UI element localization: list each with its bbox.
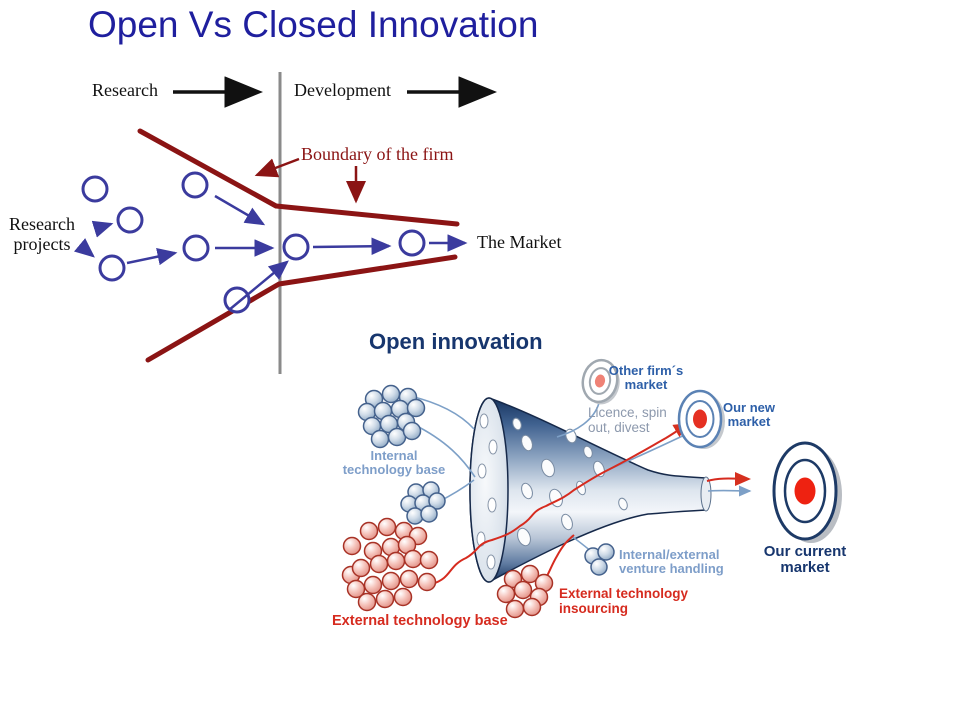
project-flow-arrows bbox=[73, 194, 468, 311]
funnel-icon bbox=[469, 397, 712, 583]
our-current-market-label: Our current market bbox=[763, 543, 847, 577]
the-market-label: The Market bbox=[477, 232, 562, 252]
venture-handling-label: Internal/external venture handling bbox=[619, 547, 724, 577]
internal-technology-base-label: Internal technology base bbox=[342, 448, 446, 478]
venture-handling-spheres-icon bbox=[584, 543, 615, 576]
development-label: Development bbox=[294, 80, 391, 100]
licence-spin-out-label: Licence, spin out, divest bbox=[588, 405, 667, 435]
internal-tech-cluster-icon bbox=[357, 384, 426, 449]
external-insourcing-label: External technology insourcing bbox=[559, 586, 689, 616]
closed-innovation-diagram bbox=[73, 72, 497, 374]
external-technology-base-label: External technology base bbox=[332, 613, 508, 629]
open-innovation-heading: Open innovation bbox=[369, 329, 543, 354]
other-firms-market-label: Other firm´s market bbox=[608, 363, 684, 393]
current-market-target-icon bbox=[772, 441, 842, 543]
our-new-market-label: Our new market bbox=[722, 400, 775, 430]
research-label: Research bbox=[92, 80, 158, 100]
external-tech-cluster-icon bbox=[341, 517, 439, 612]
closed-funnel-lines bbox=[137, 128, 460, 363]
boundary-pointer-arrows bbox=[254, 157, 366, 204]
other-firms-target-icon bbox=[581, 358, 620, 405]
boundary-of-firm-label: Boundary of the firm bbox=[301, 144, 454, 164]
internal-tech-small-cluster-icon bbox=[400, 481, 446, 525]
new-market-target-icon bbox=[677, 389, 725, 449]
research-projects-label: Research projects bbox=[9, 214, 75, 255]
insourcing-cluster-icon bbox=[496, 564, 554, 619]
slide-title: Open Vs Closed Innovation bbox=[88, 4, 539, 45]
research-project-circles bbox=[81, 171, 426, 314]
open-innovation-diagram bbox=[341, 358, 842, 619]
